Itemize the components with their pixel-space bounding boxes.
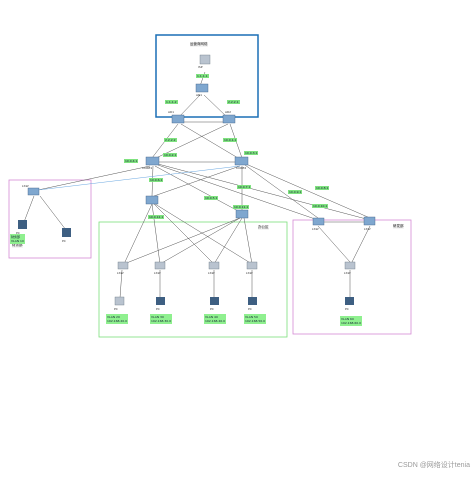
switch-icon xyxy=(312,217,325,226)
device-label: AR1 xyxy=(196,93,203,97)
ip-tag: 10.0.10.1 xyxy=(312,204,329,208)
ip-tag: 10.0.4.1 xyxy=(124,159,139,163)
device-label: PC xyxy=(16,231,20,235)
info-box: VLAN 50 192.168.50.0 xyxy=(244,314,267,324)
device-label: LSW xyxy=(246,271,253,275)
core-links xyxy=(23,71,371,299)
ip-tag: 1.1.1.2 xyxy=(165,100,178,104)
device-label: AR1 xyxy=(168,110,175,114)
ip-tag: 10.0.2.1 xyxy=(163,153,178,157)
ip-tag: 10.0.11.1 xyxy=(233,205,250,209)
ip-tag: 10.0.7.1 xyxy=(237,185,252,189)
device-label: LSW xyxy=(344,271,351,275)
ip-tag: 10.0.6.1 xyxy=(149,178,164,182)
finance-zone-title: 财务部 xyxy=(12,243,23,248)
info-box: VLAN 60 192.168.60.0 xyxy=(340,316,363,326)
ip-tag: 10.0.5.1 xyxy=(204,196,219,200)
device-label: LSW xyxy=(154,271,161,275)
device-label: LSW xyxy=(312,227,319,231)
office-zone-title: 办公区 xyxy=(258,225,269,230)
switch-icon xyxy=(344,261,356,270)
core-zone-title: 运营商网络 xyxy=(190,42,208,47)
router-icon xyxy=(171,114,185,124)
switch-icon xyxy=(145,195,159,205)
device-label: PC xyxy=(248,307,252,311)
device-label: LSW xyxy=(22,184,29,188)
finance-zone-frame xyxy=(8,179,92,259)
switch-icon xyxy=(208,261,220,270)
device-label: CORE2 xyxy=(236,166,247,170)
info-box: 财务部 VLAN 10 xyxy=(10,234,25,244)
ip-tag: 10.0.12.1 xyxy=(148,215,165,219)
pc-icon xyxy=(114,296,125,306)
switch-icon xyxy=(154,261,166,270)
device-label: AR2 xyxy=(225,110,232,114)
watermark: CSDN @网络设计tenia xyxy=(397,462,470,469)
pc-icon xyxy=(345,297,354,305)
router-icon xyxy=(195,83,209,93)
core-zone-frame xyxy=(155,34,259,118)
pc-icon xyxy=(156,297,165,305)
office-zone-frame xyxy=(98,221,288,338)
device-label: PC xyxy=(210,307,214,311)
blue-link xyxy=(37,165,241,191)
ip-tag: 10.0.9.1 xyxy=(288,190,303,194)
rd-zone-frame xyxy=(292,219,412,335)
device-label: PC xyxy=(345,307,349,311)
info-box: VLAN 20 192.168.20.0 xyxy=(106,314,129,324)
ip-tag: 10.0.1.1 xyxy=(223,138,238,142)
pc-icon xyxy=(62,228,71,237)
ip-tag: 2.2.2.1 xyxy=(227,100,240,104)
router-icon xyxy=(222,114,236,124)
switch-icon xyxy=(117,261,129,270)
info-box: VLAN 40 192.168.40.0 xyxy=(204,314,227,324)
device-label: PC xyxy=(156,307,160,311)
switch-icon xyxy=(235,209,249,219)
pc-icon xyxy=(18,220,27,229)
device-label: ISP xyxy=(198,65,203,69)
info-box: VLAN 30 192.168.30.0 xyxy=(150,314,173,324)
pc-icon xyxy=(210,297,219,305)
device-label: PC xyxy=(62,239,66,243)
pc-icon xyxy=(248,297,257,305)
switch-icon xyxy=(363,216,376,226)
ip-tag: 2.2.2.2 xyxy=(164,138,177,142)
switch-icon xyxy=(246,261,258,270)
device-label: LSW xyxy=(117,271,124,275)
ip-tag: 1.1.1.1 xyxy=(196,74,209,78)
device-label: LSW xyxy=(364,227,371,231)
switch-icon xyxy=(145,156,160,166)
device-label: CORE1 xyxy=(142,166,153,170)
device-label: LSW xyxy=(208,271,215,275)
server-icon xyxy=(199,54,211,65)
device-label: PC xyxy=(114,307,118,311)
switch-icon xyxy=(27,187,40,196)
ip-tag: 10.0.8.1 xyxy=(315,186,330,190)
ip-tag: 10.0.3.1 xyxy=(244,151,259,155)
rd-zone-title: 研发部 xyxy=(393,224,404,229)
switch-icon xyxy=(234,156,249,166)
